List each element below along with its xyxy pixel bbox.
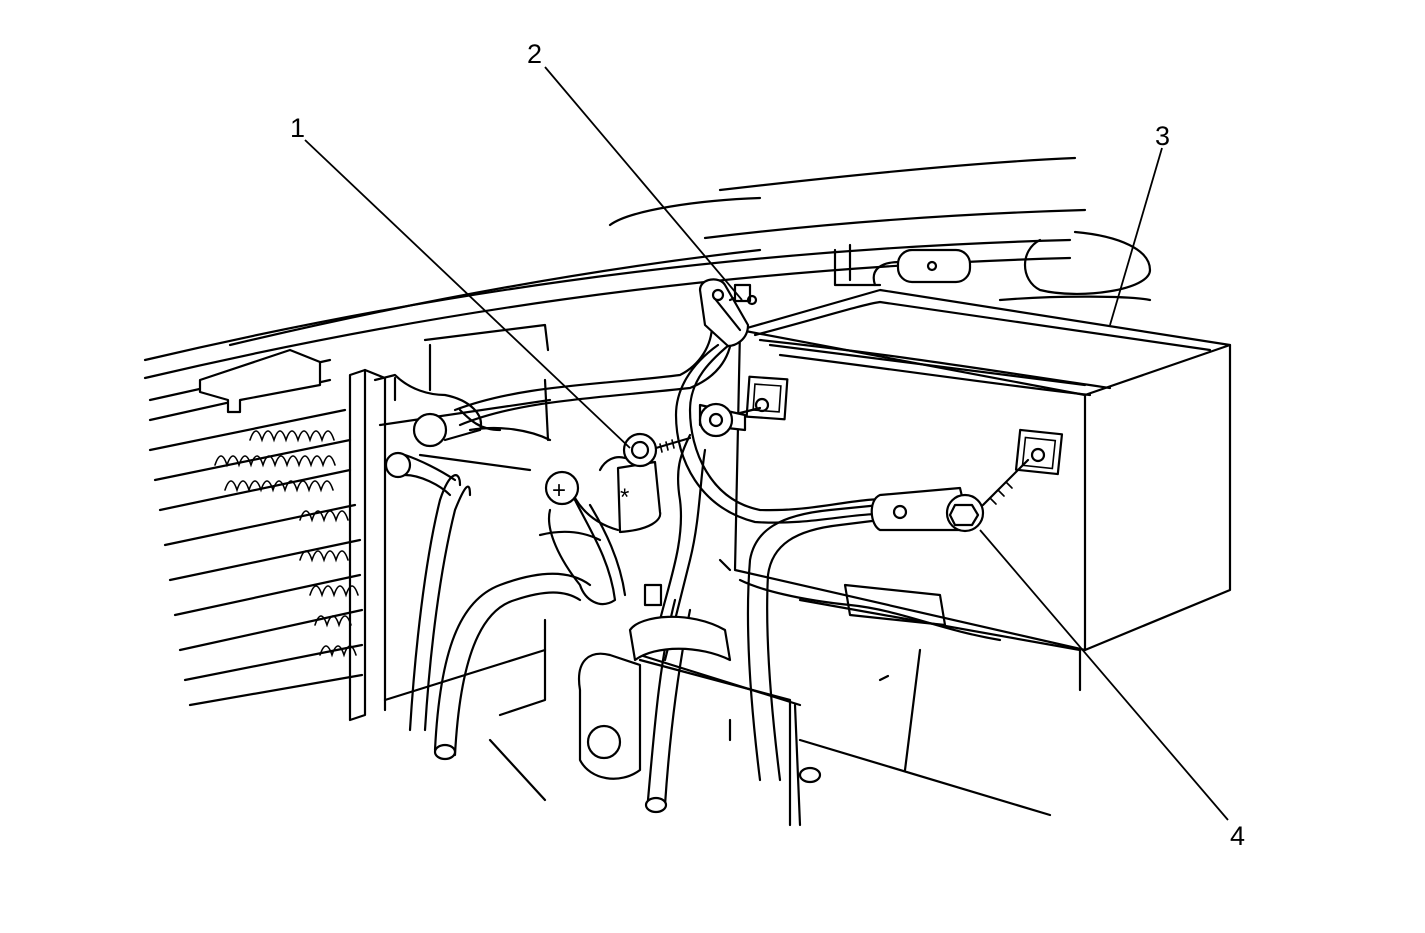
terminal-cover-mark: * [620,484,629,511]
radiator-core [148,358,364,707]
negative-cable [746,458,1030,784]
leader-4 [979,529,1229,821]
callout-2: 2 [527,39,542,69]
positive-terminal-block: * + [538,432,692,542]
radiator-support [198,323,552,722]
lower-harness [384,451,732,814]
leader-2 [544,66,743,301]
upper-harness [373,373,502,448]
callout-1: 1 [290,113,305,143]
positive-terminal-symbol: + [552,477,566,504]
leader-1 [304,139,631,449]
lower-panels [488,578,1082,827]
callout-3: 3 [1155,121,1170,151]
hood-bracket [833,243,972,287]
battery [718,288,1232,652]
callouts: 1 2 3 4 [290,39,1245,851]
callout-leaders [304,66,1229,821]
leader-3 [1109,147,1163,326]
cable-link-nut [453,278,758,427]
callout-4: 4 [1230,821,1245,851]
positive-cable [658,338,902,662]
